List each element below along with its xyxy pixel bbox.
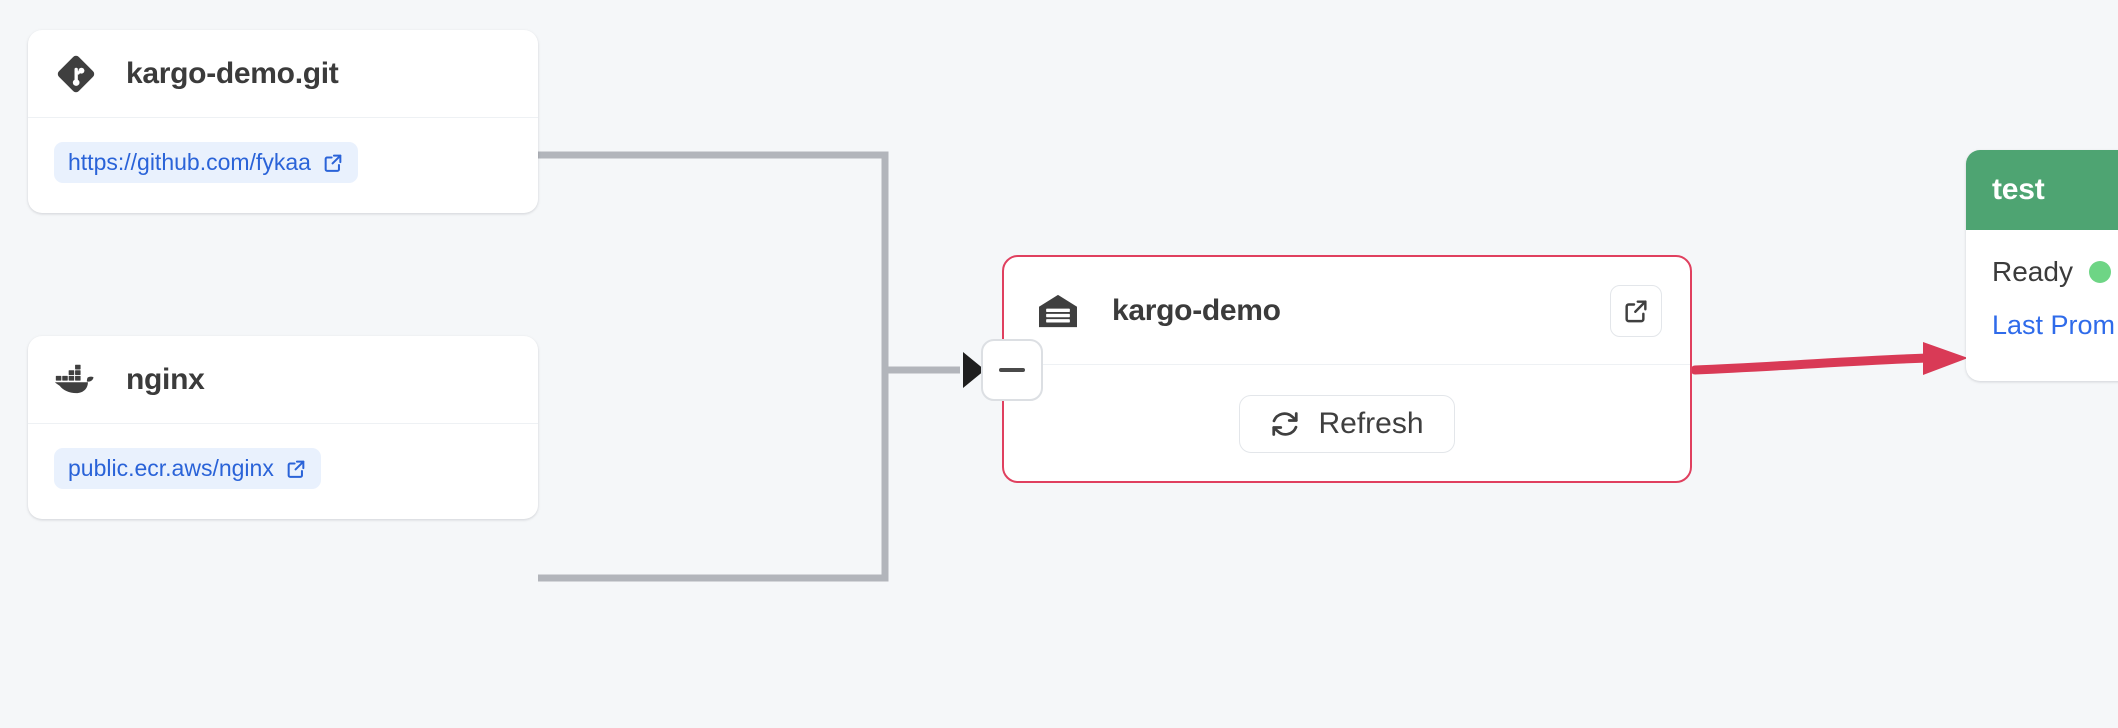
git-icon	[54, 52, 98, 96]
source-card-header: nginx	[28, 336, 538, 424]
warehouse-title: kargo-demo	[1112, 293, 1281, 327]
warehouse-card[interactable]: kargo-demo Refresh	[1002, 255, 1692, 483]
last-promotion-link[interactable]: Last Prom	[1992, 310, 2116, 340]
stage-name: test	[1992, 173, 2045, 206]
source-card-image[interactable]: nginx public.ecr.aws/nginx	[28, 336, 538, 519]
open-warehouse-button[interactable]	[1610, 284, 1662, 337]
source-card-body: public.ecr.aws/nginx	[28, 424, 538, 519]
image-url-label: public.ecr.aws/nginx	[68, 455, 274, 481]
repo-url-link[interactable]: https://github.com/fykaa	[54, 142, 358, 183]
external-link-icon	[287, 460, 305, 478]
external-link-icon	[1625, 299, 1647, 322]
collapse-toggle-button[interactable]	[981, 339, 1043, 401]
stage-health-label: Ready	[1992, 256, 2073, 287]
docker-icon	[54, 358, 98, 402]
refresh-button[interactable]: Refresh	[1239, 394, 1455, 453]
repo-url-label: https://github.com/fykaa	[68, 149, 311, 175]
source-card-body: https://github.com/fykaa	[28, 118, 538, 213]
source-title: kargo-demo.git	[126, 56, 339, 90]
image-url-link[interactable]: public.ecr.aws/nginx	[54, 448, 321, 489]
warehouse-card-header: kargo-demo	[1004, 257, 1690, 365]
source-card-git[interactable]: kargo-demo.git https://github.com/fykaa	[28, 30, 538, 213]
warehouse-icon	[1036, 289, 1080, 333]
stage-card-test[interactable]: test Ready Last Prom	[1966, 150, 2118, 381]
external-link-icon	[324, 154, 342, 172]
stage-health-row: Ready	[1992, 256, 2118, 288]
status-badge	[2088, 261, 2111, 283]
minus-icon	[999, 368, 1025, 372]
warehouse-card-body: Refresh	[1004, 365, 1690, 481]
sync-refresh-icon	[1272, 411, 1299, 436]
source-card-header: kargo-demo.git	[28, 30, 538, 118]
source-title: nginx	[126, 362, 205, 396]
stage-card-body: Ready Last Prom	[1966, 230, 2118, 381]
refresh-label: Refresh	[1318, 406, 1424, 440]
stage-card-header: test	[1966, 150, 2118, 230]
